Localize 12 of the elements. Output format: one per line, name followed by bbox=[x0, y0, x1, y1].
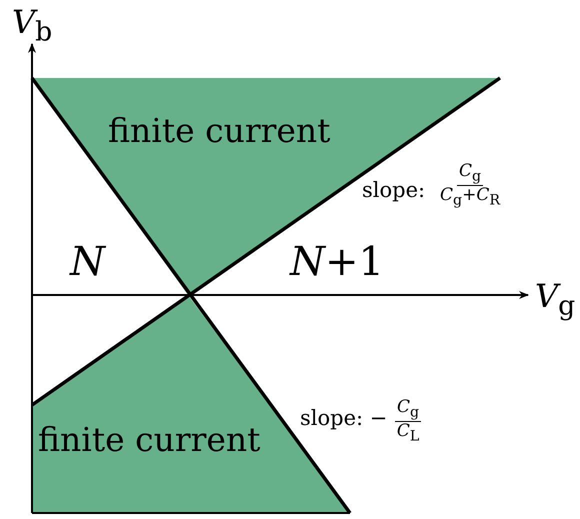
slope-fraction-numerator: C$_{g}$ bbox=[456, 162, 484, 186]
axis-label: V$_{g}$ bbox=[535, 280, 576, 320]
slope-fraction-denominator: C$_{g}$+C$_{R}$ bbox=[440, 186, 500, 209]
region-label: finite current bbox=[108, 114, 330, 147]
region-label: N bbox=[70, 242, 105, 282]
slope-fraction-denominator: C$_{L}$ bbox=[396, 422, 420, 445]
region-label: finite current bbox=[38, 423, 260, 456]
slope-fraction-numerator: C$_{g}$ bbox=[395, 398, 422, 422]
slope-label: slope: bbox=[362, 180, 426, 201]
axis-label: V$_{b}$ bbox=[12, 6, 52, 46]
region-label: N+1 bbox=[290, 242, 384, 282]
slope-label: slope: − bbox=[300, 408, 388, 429]
